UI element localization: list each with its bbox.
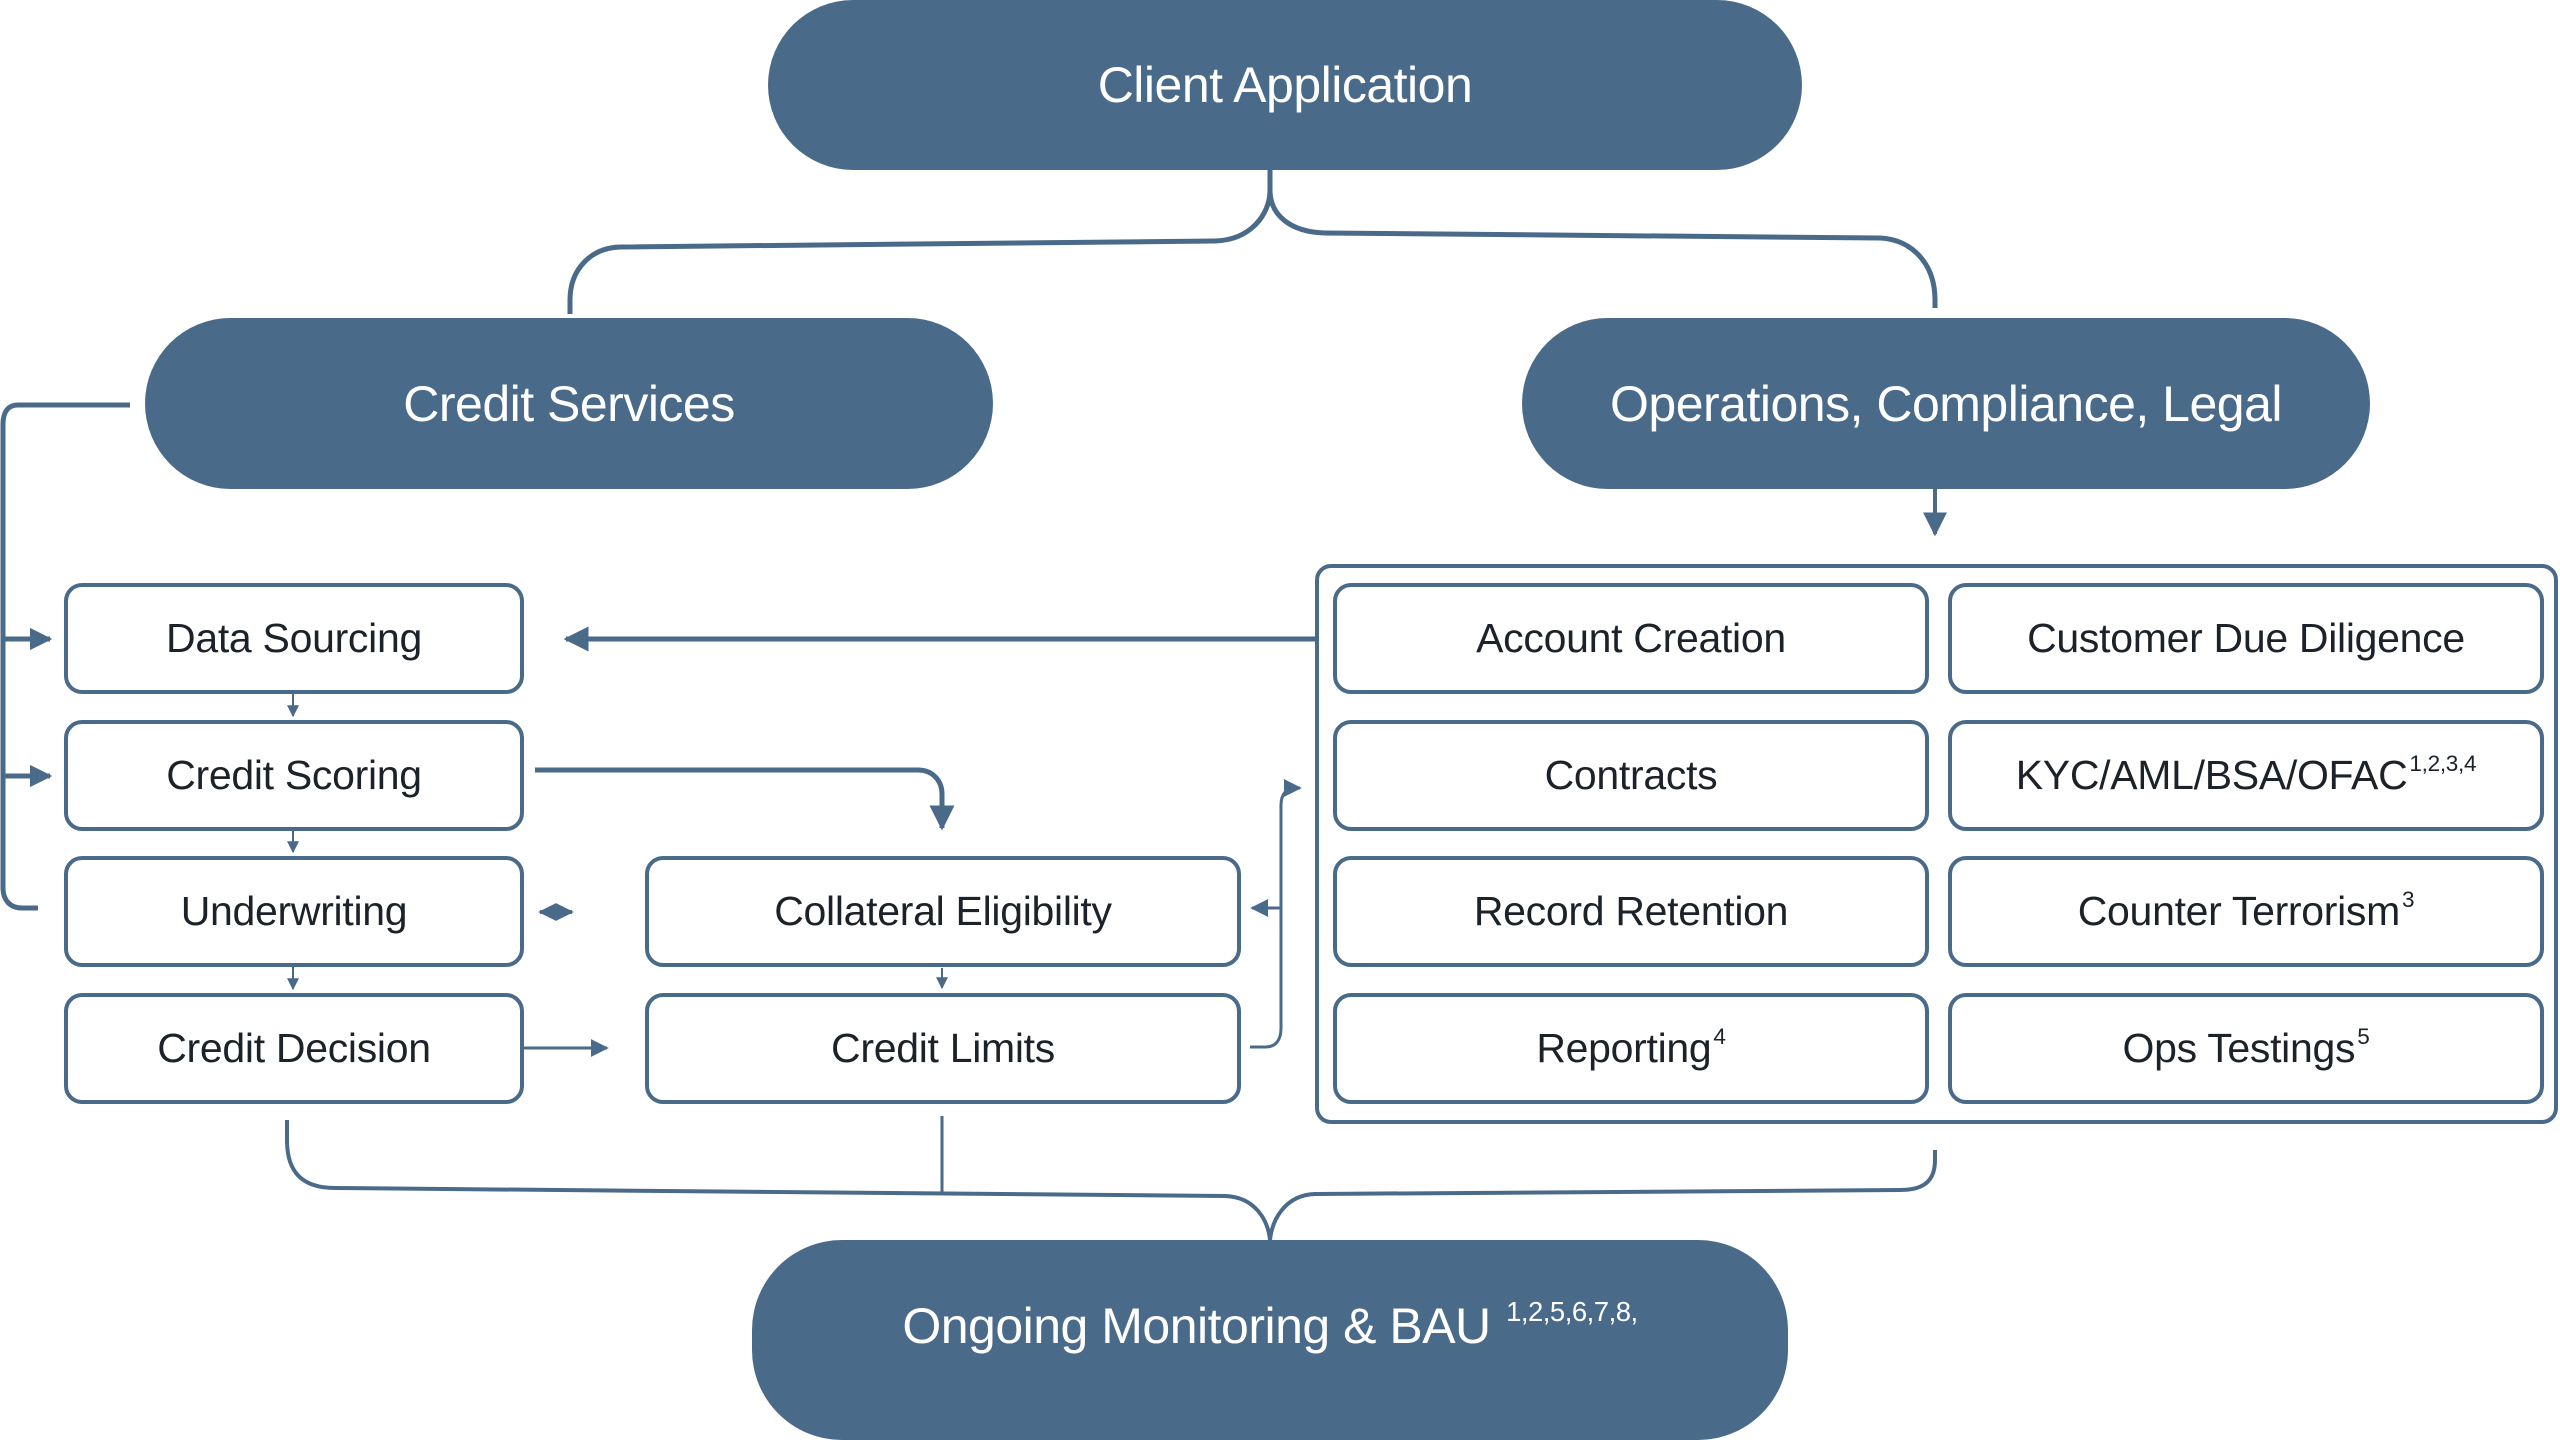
- collateral-eligibility-label: Collateral Eligibility: [774, 888, 1112, 934]
- underwriting-label: Underwriting: [180, 888, 408, 934]
- ongoing-monitoring-label: Ongoing Monitoring & BAU: [902, 1298, 1491, 1354]
- edge-credit-limits-to-panel: [1250, 779, 1302, 1049]
- account-creation-label: Account Creation: [1476, 615, 1786, 661]
- ops-testings-label: Ops Testings: [2122, 1025, 2356, 1071]
- customer-due-diligence-label: Customer Due Diligence: [2027, 615, 2465, 661]
- edge-credit-scoring-to-collateral: [535, 767, 955, 831]
- counter-terrorism-label: Counter Terrorism: [2077, 888, 2401, 934]
- reporting-label: Reporting: [1536, 1025, 1712, 1071]
- credit-limits-label: Credit Limits: [831, 1025, 1055, 1071]
- data-sourcing-box[interactable]: Data Sourcing: [64, 583, 524, 694]
- contracts-label: Contracts: [1544, 752, 1718, 798]
- underwriting-box[interactable]: Underwriting: [64, 856, 524, 967]
- operations-label: Operations, Compliance, Legal: [1610, 375, 2283, 432]
- credit-scoring-box[interactable]: Credit Scoring: [64, 720, 524, 831]
- record-retention-label: Record Retention: [1473, 888, 1789, 934]
- reporting-box[interactable]: Reporting4: [1333, 993, 1929, 1104]
- kyc-aml-bsa-ofac-label: KYC/AML/BSA/OFAC: [2015, 752, 2408, 798]
- ongoing-monitoring-node[interactable]: Ongoing Monitoring & BAU 1,2,5,6,7,8,: [752, 1240, 1788, 1440]
- customer-due-diligence-box[interactable]: Customer Due Diligence: [1948, 583, 2544, 694]
- credit-decision-label: Credit Decision: [157, 1025, 431, 1071]
- ops-testings-footnote-refs: 5: [2357, 1023, 2370, 1049]
- client-application-node[interactable]: Client Application: [768, 0, 1802, 170]
- credit-scoring-label: Credit Scoring: [166, 752, 422, 798]
- operations-compliance-legal-node[interactable]: Operations, Compliance, Legal: [1522, 318, 2370, 489]
- credit-decision-box[interactable]: Credit Decision: [64, 993, 524, 1104]
- credit-services-node[interactable]: Credit Services: [145, 318, 993, 489]
- edge-client-to-operations: [1267, 189, 1938, 308]
- record-retention-box[interactable]: Record Retention: [1333, 856, 1929, 967]
- kyc-footnote-refs: 1,2,3,4: [2409, 750, 2477, 776]
- reporting-footnote-refs: 4: [1713, 1023, 1726, 1049]
- operations-panel: [1315, 564, 2558, 1124]
- ongoing-monitoring-footnote-refs: 1,2,5,6,7,8,: [1506, 1296, 1638, 1328]
- edge-credit-decision-to-monitoring: [285, 1120, 1272, 1241]
- collateral-eligibility-box[interactable]: Collateral Eligibility: [645, 856, 1241, 967]
- counter-terrorism-footnote-refs: 3: [2402, 886, 2415, 912]
- credit-limits-box[interactable]: Credit Limits: [645, 993, 1241, 1104]
- kyc-aml-bsa-ofac-box[interactable]: KYC/AML/BSA/OFAC1,2,3,4: [1948, 720, 2544, 831]
- credit-services-label: Credit Services: [403, 375, 735, 432]
- contracts-box[interactable]: Contracts: [1333, 720, 1929, 831]
- edge-client-to-credit: [567, 168, 1273, 314]
- account-creation-box[interactable]: Account Creation: [1333, 583, 1929, 694]
- data-sourcing-label: Data Sourcing: [166, 615, 422, 661]
- counter-terrorism-box[interactable]: Counter Terrorism3: [1948, 856, 2544, 967]
- edge-panel-to-monitoring: [1268, 1150, 1937, 1241]
- ops-testings-box[interactable]: Ops Testings5: [1948, 993, 2544, 1104]
- client-application-label: Client Application: [1097, 57, 1473, 113]
